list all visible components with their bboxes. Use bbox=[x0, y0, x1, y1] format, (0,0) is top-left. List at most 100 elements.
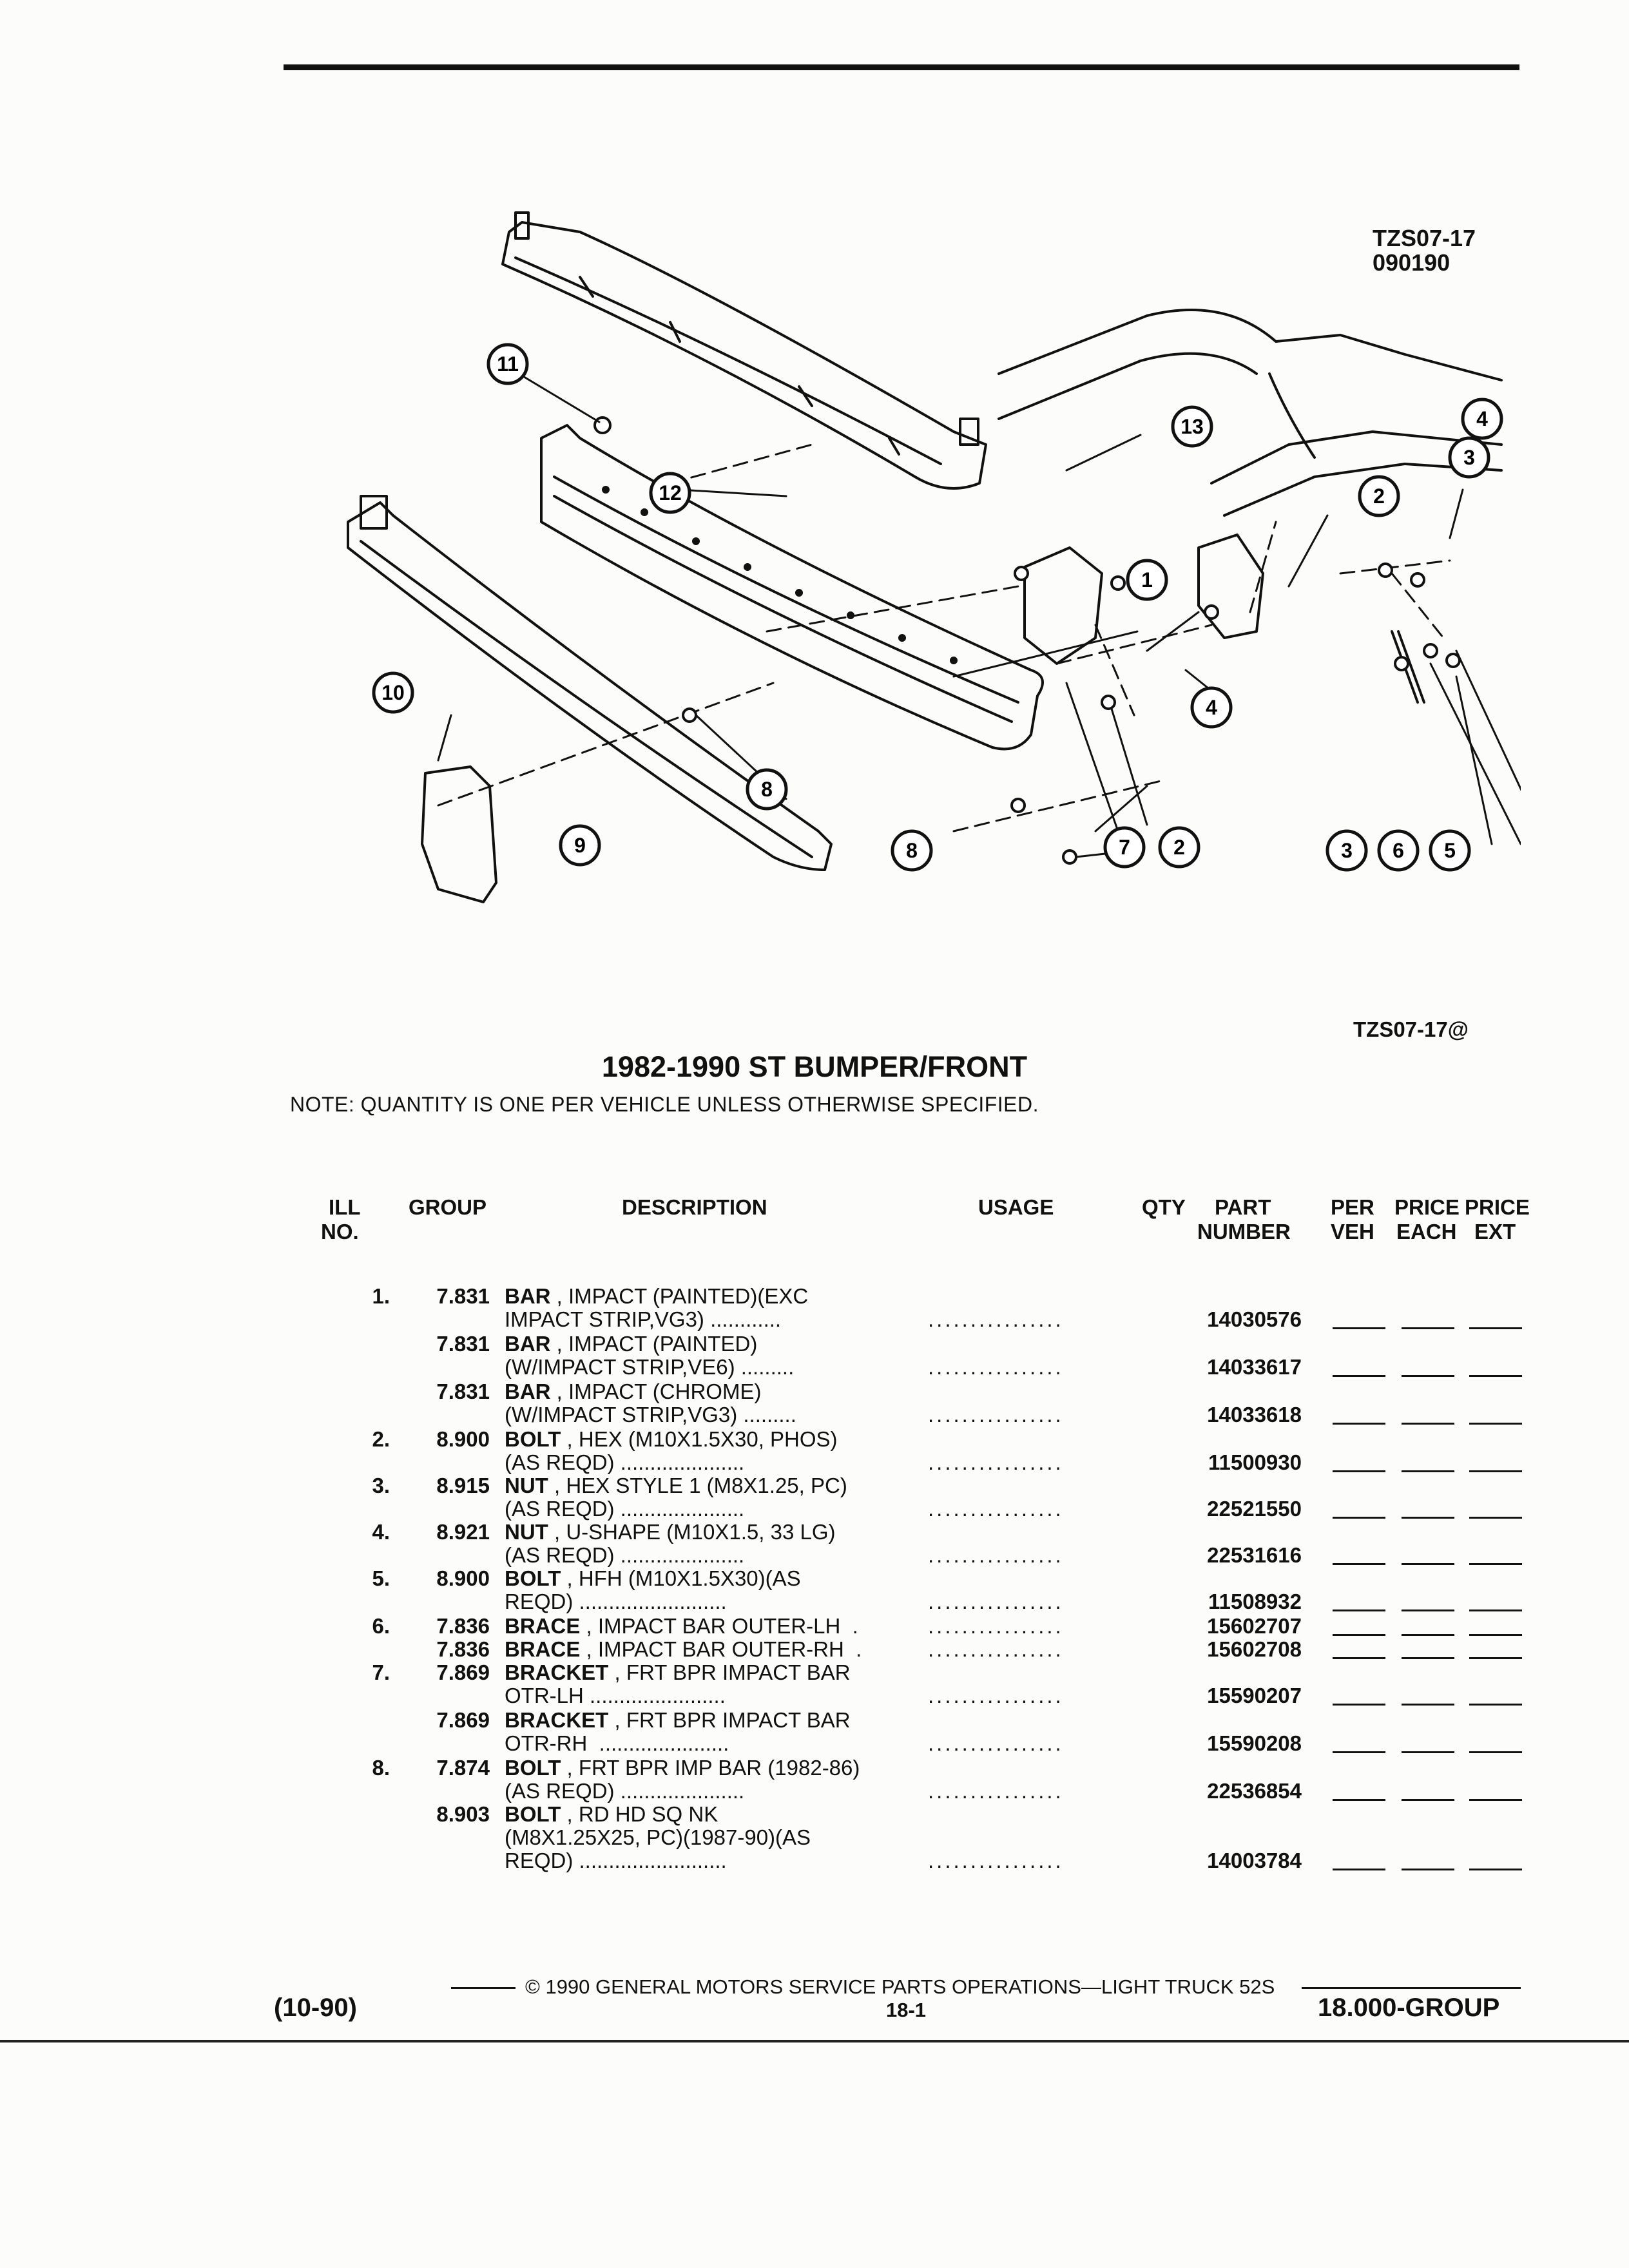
impact-strip-shape bbox=[347, 501, 833, 871]
svg-text:3: 3 bbox=[1341, 839, 1353, 862]
row-part-number: 11508932 bbox=[1208, 1590, 1302, 1613]
callout-3-bottom: 3 bbox=[1325, 829, 1368, 872]
row-blank-ext bbox=[1469, 1751, 1522, 1753]
row-blank-ext bbox=[1469, 1375, 1522, 1377]
row-blank-per bbox=[1333, 1517, 1385, 1519]
row-group: 7.869 bbox=[436, 1660, 490, 1684]
row-desc-text: , IMPACT (CHROME) bbox=[550, 1379, 762, 1403]
row-usage-dots: ................ bbox=[928, 1731, 1064, 1755]
row-desc-text: , FRT BPR IMP BAR (1982-86) bbox=[561, 1756, 860, 1780]
row-blank-ext bbox=[1469, 1423, 1522, 1425]
row-part-name: BRACE bbox=[505, 1637, 581, 1661]
row-part-name: BRACKET bbox=[505, 1660, 609, 1684]
row-desc-line2: OTR-RH ...................... bbox=[505, 1731, 729, 1755]
callout-9: 9 bbox=[559, 824, 601, 867]
row-desc-line2: (AS REQD) ..................... bbox=[505, 1543, 745, 1567]
row-blank-each bbox=[1402, 1423, 1454, 1425]
row-desc-text: , HEX STYLE 1 (M8X1.25, PC) bbox=[548, 1474, 847, 1497]
row-usage-dots: ................ bbox=[928, 1684, 1064, 1707]
row-desc-line2: (W/IMPACT STRIP,VE6) ......... bbox=[505, 1355, 795, 1379]
row-part-number: 22521550 bbox=[1207, 1497, 1302, 1521]
col-group: GROUP bbox=[409, 1195, 487, 1219]
callout-8-mid: 8 bbox=[746, 768, 788, 811]
diagram-artwork bbox=[347, 211, 1521, 903]
row-part-name: BAR bbox=[505, 1332, 551, 1356]
row-usage-dots: ................ bbox=[928, 1779, 1064, 1803]
row-usage-dots: ................ bbox=[928, 1450, 1064, 1474]
row-part-number: 14030576 bbox=[1207, 1307, 1302, 1331]
row-desc-line1: BRACKET , FRT BPR IMPACT BAR bbox=[505, 1661, 891, 1684]
col-qty: QTY bbox=[1142, 1195, 1186, 1219]
row-blank-ext bbox=[1469, 1563, 1522, 1565]
row-blank-ext bbox=[1469, 1869, 1522, 1870]
row-group: 8.903 bbox=[436, 1802, 490, 1826]
row-part-number: 15602707 bbox=[1207, 1614, 1302, 1638]
row-desc-line2: REQD) ......................... bbox=[505, 1590, 727, 1613]
svg-text:12: 12 bbox=[659, 481, 682, 505]
col-usage: USAGE bbox=[978, 1195, 1054, 1219]
row-blank-each bbox=[1402, 1375, 1454, 1377]
svg-text:4: 4 bbox=[1476, 407, 1488, 430]
row-ill: 7. bbox=[372, 1660, 390, 1684]
row-desc-line3: REQD) ......................... bbox=[505, 1849, 727, 1872]
svg-text:8: 8 bbox=[761, 778, 773, 801]
svg-text:3: 3 bbox=[1463, 446, 1475, 469]
row-part-number: 14033617 bbox=[1207, 1355, 1302, 1379]
row-blank-each bbox=[1402, 1799, 1454, 1801]
row-desc-line1: BAR , IMPACT (PAINTED) bbox=[505, 1332, 891, 1356]
row-usage-dots: ................ bbox=[928, 1497, 1064, 1521]
row-desc-line1: BRACKET , FRT BPR IMPACT BAR bbox=[505, 1709, 891, 1732]
row-blank-each bbox=[1402, 1751, 1454, 1753]
col-no: NO. bbox=[321, 1220, 359, 1244]
row-part-number: 22531616 bbox=[1207, 1543, 1302, 1567]
row-desc-line1: NUT , HEX STYLE 1 (M8X1.25, PC) bbox=[505, 1474, 891, 1497]
row-group: 8.900 bbox=[436, 1566, 490, 1590]
callout-10: 10 bbox=[372, 671, 414, 714]
svg-text:2: 2 bbox=[1173, 836, 1185, 859]
row-group: 8.915 bbox=[436, 1474, 490, 1497]
row-desc-text: , FRT BPR IMPACT BAR bbox=[608, 1708, 851, 1732]
row-part-number: 15590207 bbox=[1207, 1684, 1302, 1707]
row-desc-text: , IMPACT (PAINTED)(EXC bbox=[550, 1284, 809, 1308]
row-group: 7.836 bbox=[436, 1637, 490, 1661]
row-part-name: BOLT bbox=[505, 1756, 561, 1780]
row-blank-ext bbox=[1469, 1657, 1522, 1659]
row-desc-line2: (AS REQD) ..................... bbox=[505, 1497, 745, 1521]
row-part-name: BOLT bbox=[505, 1566, 561, 1590]
row-desc-text: , IMPACT (PAINTED) bbox=[550, 1332, 758, 1356]
row-part-name: BOLT bbox=[505, 1427, 561, 1451]
row-blank-per bbox=[1333, 1423, 1385, 1425]
row-usage-dots: ................ bbox=[928, 1543, 1064, 1567]
row-blank-each bbox=[1402, 1610, 1454, 1611]
row-blank-per bbox=[1333, 1634, 1385, 1636]
callout-2-bottom: 2 bbox=[1158, 826, 1200, 869]
row-desc-line1: BOLT , HEX (M10X1.5X30, PHOS) bbox=[505, 1428, 891, 1451]
row-blank-each bbox=[1402, 1657, 1454, 1659]
row-part-number: 15590208 bbox=[1207, 1731, 1302, 1755]
callout-4-top: 4 bbox=[1461, 398, 1503, 440]
footer-page: 18-1 bbox=[886, 1999, 927, 2021]
row-blank-ext bbox=[1469, 1799, 1522, 1801]
row-desc-text: , RD HD SQ NK bbox=[561, 1802, 718, 1826]
row-ill: 2. bbox=[372, 1427, 390, 1451]
row-blank-each bbox=[1402, 1704, 1454, 1706]
row-part-name: BOLT bbox=[505, 1802, 561, 1826]
row-part-name: BAR bbox=[505, 1284, 551, 1308]
svg-text:8: 8 bbox=[906, 839, 918, 862]
row-desc-line1: BOLT , RD HD SQ NK bbox=[505, 1803, 891, 1826]
row-desc-line1: BOLT , HFH (M10X1.5X30)(AS bbox=[505, 1567, 891, 1590]
callouts: 11 13 12 1 2 3 4 4 2 7 10 8 8 9 3 6 5 bbox=[372, 343, 1503, 872]
row-part-name: NUT bbox=[505, 1474, 548, 1497]
col-ext: EXT bbox=[1474, 1220, 1516, 1244]
row-part-number: 11500930 bbox=[1208, 1450, 1302, 1474]
diagram-ref-code-bottom: TZS07-17@ bbox=[1353, 1017, 1469, 1041]
col-part: PART bbox=[1215, 1195, 1271, 1219]
diagram-ref-date: 090190 bbox=[1373, 249, 1451, 276]
row-blank-per bbox=[1333, 1869, 1385, 1870]
diagram-ref-code: TZS07-17 bbox=[1373, 225, 1476, 251]
callout-8-bottom: 8 bbox=[891, 829, 933, 872]
row-part-name: NUT bbox=[505, 1520, 548, 1544]
row-blank-ext bbox=[1469, 1327, 1522, 1329]
footer-rule-right bbox=[1302, 1987, 1521, 1989]
row-part-name: BRACKET bbox=[505, 1708, 609, 1732]
